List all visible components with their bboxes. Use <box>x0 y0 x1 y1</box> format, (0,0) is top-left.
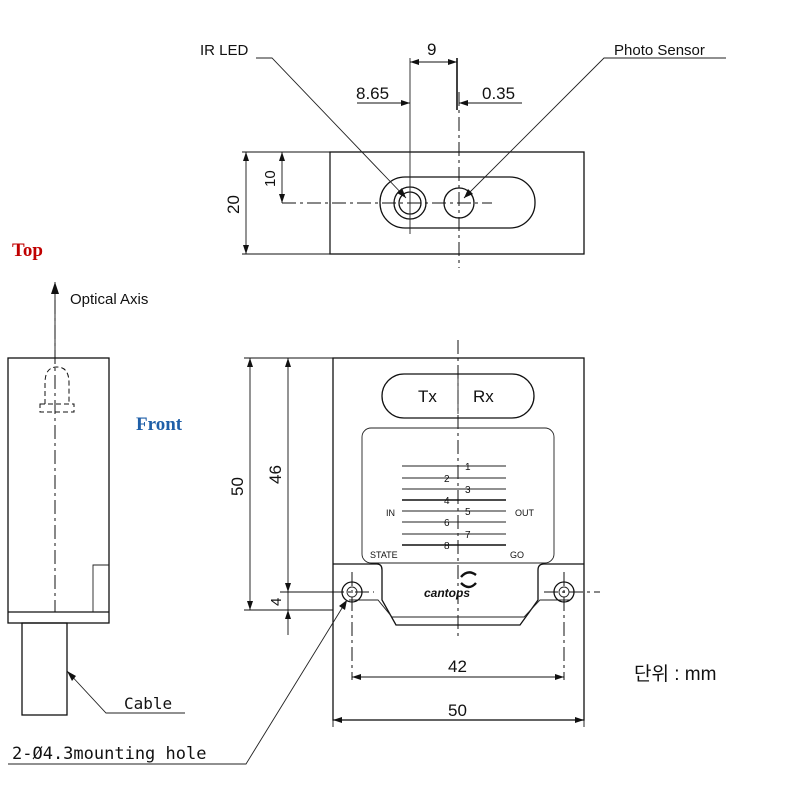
cantops-logo: cantops <box>424 586 470 600</box>
cantops-logo-icon <box>460 571 477 589</box>
rx-label: Rx <box>473 387 494 406</box>
photo-sensor-label: Photo Sensor <box>614 42 705 59</box>
panel-number-4: 4 <box>444 496 450 507</box>
dim-50-height: 50 <box>228 477 247 496</box>
panel-number-3: 3 <box>465 485 471 496</box>
dim-4: 4 <box>268 598 285 606</box>
ir-led-label: IR LED <box>200 42 249 59</box>
side-view <box>7 282 185 716</box>
dim-42: 42 <box>448 657 467 676</box>
side-view-body <box>7 357 110 624</box>
panel-number-7: 7 <box>465 530 471 541</box>
dim-20: 20 <box>224 195 243 214</box>
cable-label: Cable <box>124 694 172 713</box>
panel-out-label: OUT <box>515 508 535 518</box>
front-view <box>8 340 600 765</box>
dim-9: 9 <box>427 40 436 59</box>
front-view-label: Front <box>136 414 183 435</box>
dim-8-65: 8.65 <box>356 84 389 103</box>
cable <box>21 622 68 716</box>
dim-0-35: 0.35 <box>482 84 515 103</box>
optical-axis-arrow <box>51 282 59 294</box>
indicator-panel <box>361 427 555 564</box>
dim-10: 10 <box>262 170 279 187</box>
panel-number-6: 6 <box>444 518 450 529</box>
tx-rx-window <box>381 373 535 419</box>
unit-label: 단위 : mm <box>634 663 716 685</box>
panel-number-1: 1 <box>465 462 471 473</box>
panel-in-label: IN <box>386 508 395 518</box>
tx-label: Tx <box>418 387 437 406</box>
top-view <box>242 57 726 268</box>
panel-number-2: 2 <box>444 474 450 485</box>
panel-number-5: 5 <box>465 507 471 518</box>
top-view-label: Top <box>12 240 43 261</box>
dim-46: 46 <box>266 465 285 484</box>
panel-go-label: GO <box>510 550 524 560</box>
lens-slot <box>379 176 536 229</box>
dim-50-width: 50 <box>448 701 467 720</box>
panel-state-label: STATE <box>370 550 398 560</box>
mounting-hole-label: 2-Ø4.3mounting hole <box>12 744 206 764</box>
optical-axis-label: Optical Axis <box>70 291 148 308</box>
panel-number-8: 8 <box>444 541 450 552</box>
